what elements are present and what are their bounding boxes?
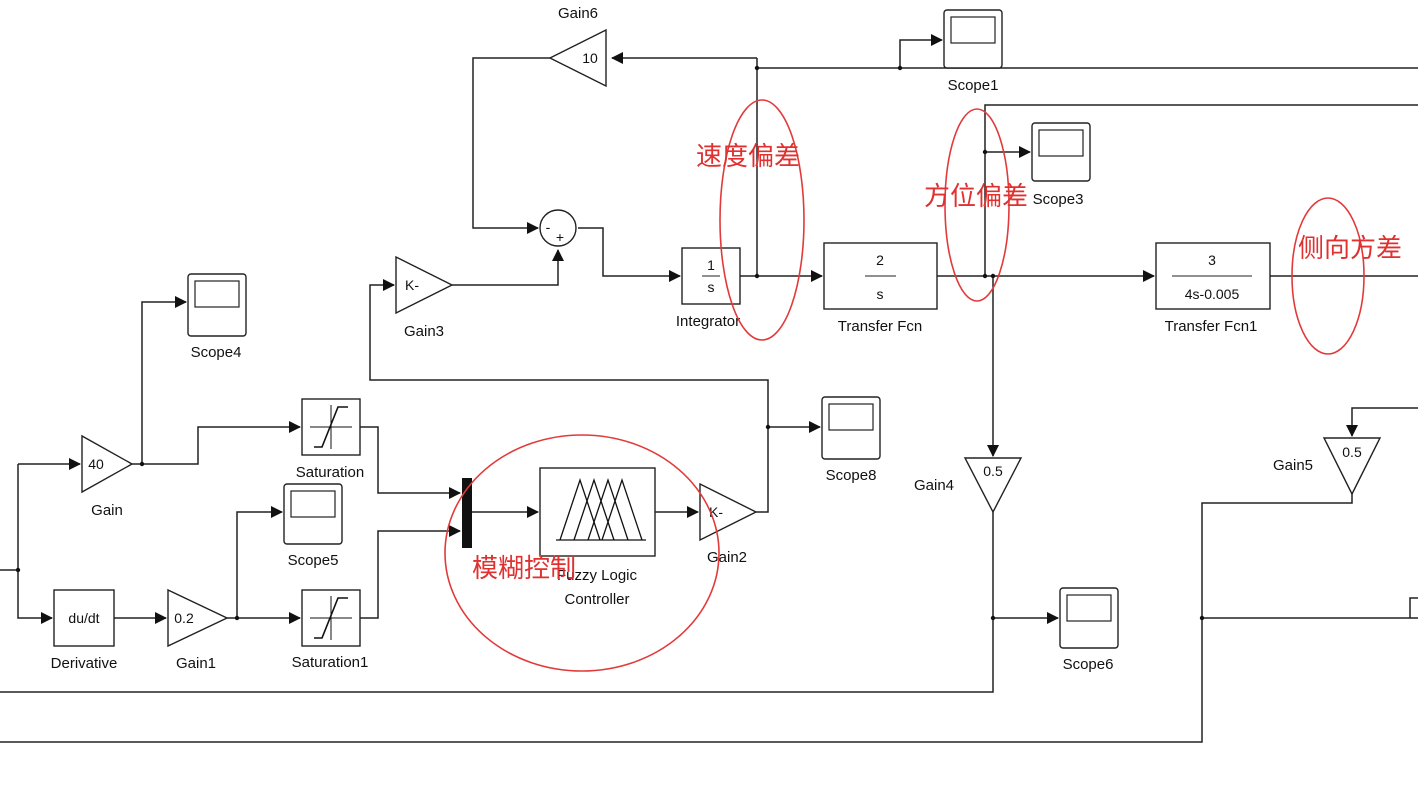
transfer-fcn1-den: 4s-0.005 xyxy=(1185,286,1240,302)
gain2-label: Gain2 xyxy=(707,549,747,566)
gain1-block[interactable]: 0.2 Gain1 xyxy=(167,588,229,672)
scope8-label: Scope8 xyxy=(826,467,877,484)
derivative-block[interactable]: du/dt Derivative xyxy=(51,589,118,672)
saturation-label: Saturation xyxy=(296,464,364,481)
saturation-block[interactable]: Saturation xyxy=(296,398,364,481)
scope6-block[interactable]: Scope6 xyxy=(1059,587,1119,673)
gain4-label: Gain4 xyxy=(914,477,954,494)
gain6-label: Gain6 xyxy=(558,5,598,22)
sum-plus-sign: + xyxy=(556,229,564,245)
transfer-fcn-label: Transfer Fcn xyxy=(838,318,922,335)
scope4-block[interactable]: Scope4 xyxy=(187,273,247,361)
gain4-value: 0.5 xyxy=(983,463,1003,479)
gain5-block[interactable]: 0.5 Gain5 xyxy=(1273,437,1382,496)
azimuth-error-annotation: 方位偏差 xyxy=(924,182,1028,212)
transfer-fcn-block[interactable]: 2 s Transfer Fcn xyxy=(823,242,938,335)
transfer-fcn1-label: Transfer Fcn1 xyxy=(1165,318,1258,335)
integrator-num: 1 xyxy=(707,257,715,273)
gain-label: Gain xyxy=(91,502,123,519)
speed-error-ellipse xyxy=(719,99,805,341)
azimuth-error-ellipse xyxy=(944,108,1010,302)
sum-minus-sign: - xyxy=(546,219,551,235)
sum-block[interactable]: - + xyxy=(539,209,577,247)
gain1-value: 0.2 xyxy=(174,610,194,626)
integrator-den: s xyxy=(708,279,715,295)
junctions xyxy=(15,65,1205,621)
scope6-label: Scope6 xyxy=(1063,656,1114,673)
scope1-block[interactable]: Scope1 xyxy=(943,9,1003,94)
speed-error-annotation: 速度偏差 xyxy=(696,142,800,172)
gain2-block[interactable]: K- Gain2 xyxy=(699,482,758,566)
integrator-block[interactable]: 1 s Integrator xyxy=(676,247,741,330)
gain1-label: Gain1 xyxy=(176,655,216,672)
gain3-block[interactable]: K- Gain3 xyxy=(395,255,454,340)
derivative-label: Derivative xyxy=(51,655,118,672)
scope3-block[interactable]: Scope3 xyxy=(1031,122,1091,208)
scope3-label: Scope3 xyxy=(1033,191,1084,208)
scope8-block[interactable]: Scope8 xyxy=(821,396,881,484)
fuzzy-label-line1: Fuzzy Logic xyxy=(557,567,638,584)
gain6-block[interactable]: 10 Gain6 xyxy=(548,5,607,88)
transfer-fcn1-block[interactable]: 3 4s-0.005 Transfer Fcn1 xyxy=(1155,242,1271,335)
integrator-label: Integrator xyxy=(676,313,740,330)
gain3-label: Gain3 xyxy=(404,323,444,340)
signal-lines xyxy=(0,34,1418,743)
gain-value: 40 xyxy=(88,456,104,472)
saturation1-label: Saturation1 xyxy=(292,654,369,671)
scope5-block[interactable]: Scope5 xyxy=(283,483,343,569)
fuzzy-control-ellipse xyxy=(444,434,720,672)
annotations: 速度偏差 方位偏差 侧向方差 模糊控制 xyxy=(444,99,1402,672)
transfer-fcn1-num: 3 xyxy=(1208,252,1216,268)
gain3-value: K- xyxy=(405,277,419,293)
fuzzy-logic-controller-block[interactable]: Fuzzy Logic Controller xyxy=(539,467,656,608)
scope1-label: Scope1 xyxy=(948,77,999,94)
lateral-error-annotation: 侧向方差 xyxy=(1298,234,1402,264)
saturation1-block[interactable]: Saturation1 xyxy=(292,589,369,671)
mux-block[interactable] xyxy=(462,478,472,548)
gain4-block[interactable]: 0.5 Gain4 xyxy=(914,457,1023,514)
scope5-label: Scope5 xyxy=(288,552,339,569)
scope4-label: Scope4 xyxy=(191,344,242,361)
derivative-value: du/dt xyxy=(68,610,99,626)
transfer-fcn-num: 2 xyxy=(876,252,884,268)
fuzzy-control-annotation: 模糊控制 xyxy=(472,554,576,584)
gain5-value: 0.5 xyxy=(1342,444,1362,460)
gain5-label: Gain5 xyxy=(1273,457,1313,474)
transfer-fcn-den: s xyxy=(877,286,884,302)
lateral-error-ellipse xyxy=(1291,197,1365,355)
fuzzy-label-line2: Controller xyxy=(564,591,629,608)
gain-block[interactable]: 40 Gain xyxy=(81,434,134,519)
gain6-value: 10 xyxy=(582,50,598,66)
